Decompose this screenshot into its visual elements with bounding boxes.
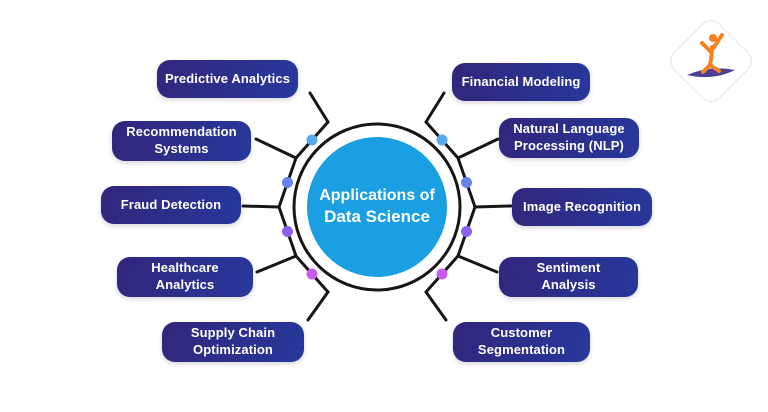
logo-mark: [669, 19, 753, 103]
node-pill-supply-chain-optimization: Supply Chain Optimization: [162, 322, 304, 362]
connector-dots: [282, 134, 472, 280]
connector-lines: [241, 91, 513, 322]
node-pill-predictive-analytics: Predictive Analytics: [157, 60, 298, 98]
node-pill-customer-segmentation: Customer Segmentation: [453, 322, 590, 362]
center-circle: [307, 137, 447, 277]
node-pill-natural-language-processing: Natural Language Processing (NLP): [499, 118, 639, 158]
dot-top-left-icon: [306, 134, 318, 146]
leaping-person-icon: [700, 33, 724, 74]
node-pill-fraud-detection: Fraud Detection: [101, 186, 241, 224]
dot-bot-right-icon: [436, 268, 448, 280]
diagram-ring: [292, 122, 462, 292]
node-pill-image-recognition: Image Recognition: [512, 188, 652, 226]
diagram-title-line2: Data Science: [324, 207, 430, 227]
node-pill-sentiment-analysis: Sentiment Analysis: [499, 257, 638, 297]
node-pill-recommendation-systems: Recommendation Systems: [112, 121, 251, 161]
dot-low-left-icon: [282, 226, 293, 237]
dot-low-right-icon: [461, 226, 472, 237]
swoosh-icon: [687, 68, 735, 78]
dot-bot-left-icon: [306, 268, 318, 280]
node-pill-financial-modeling: Financial Modeling: [452, 63, 590, 101]
dot-top-right-icon: [436, 134, 448, 146]
simplilearn-logo: [663, 13, 759, 109]
node-pill-healthcare-analytics: Healthcare Analytics: [117, 257, 253, 297]
dot-mid-left-icon: [282, 177, 293, 188]
diagram-title: Applications of Data Science: [307, 183, 447, 231]
diagram-title-line1: Applications of: [319, 187, 435, 205]
dot-mid-right-icon: [461, 177, 472, 188]
